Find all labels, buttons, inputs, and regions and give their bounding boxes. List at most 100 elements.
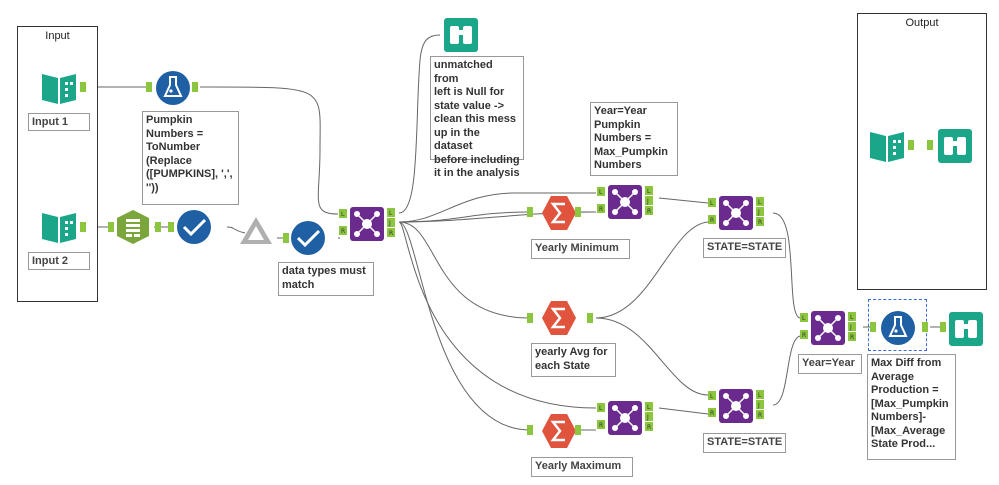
connection-join2-join3 bbox=[658, 197, 709, 204]
join-anchor-letter: J bbox=[646, 198, 649, 205]
output-input-tool[interactable] bbox=[868, 128, 904, 162]
formula-tool-2[interactable] bbox=[880, 310, 915, 345]
input-1-tool[interactable] bbox=[40, 70, 76, 104]
join-anchor-tab bbox=[756, 197, 764, 206]
formula-1-annotation: Pumpkin Numbers = ToNumber (Replace ([PU… bbox=[142, 111, 239, 205]
join-anchor-letter: R bbox=[850, 334, 854, 341]
join-anchor-letter: L bbox=[647, 188, 651, 195]
formula-flask-icon bbox=[156, 71, 190, 105]
join-anchor-tab bbox=[645, 412, 653, 421]
output-container-title: Output bbox=[905, 17, 939, 29]
connection-join1-join4 bbox=[398, 221, 597, 409]
join-anchor-tab bbox=[339, 226, 347, 235]
select-check-icon bbox=[291, 221, 325, 255]
join-anchor-tab bbox=[756, 207, 764, 216]
join-anchor-tab bbox=[645, 196, 653, 205]
input-data-book-icon bbox=[42, 74, 76, 104]
formula-tool-1[interactable] bbox=[155, 70, 190, 105]
browse-tool-top[interactable] bbox=[443, 17, 478, 52]
join-anchor-tab bbox=[756, 217, 764, 226]
join-tool-4[interactable] bbox=[607, 400, 642, 435]
connection-join4-join5 bbox=[658, 407, 709, 415]
join-anchor-letter: R bbox=[802, 332, 806, 339]
select-tool-2[interactable] bbox=[290, 220, 325, 255]
join-anchor-tab bbox=[756, 390, 764, 399]
connection-join1-summax bbox=[398, 221, 531, 431]
join-anchor-letter: L bbox=[647, 404, 651, 411]
join-anchor-tab bbox=[387, 218, 395, 227]
join-anchor-tab bbox=[645, 402, 653, 411]
output-browse-tool[interactable] bbox=[937, 128, 972, 163]
join-anchor-letter: J bbox=[646, 414, 649, 421]
anchor bbox=[575, 207, 581, 217]
join-anchor-letter: L bbox=[599, 405, 603, 412]
anchor bbox=[80, 222, 86, 232]
join-anchor-letter: R bbox=[758, 219, 762, 226]
summarize-max-tool[interactable] bbox=[541, 413, 576, 448]
anchor bbox=[168, 222, 174, 232]
browse-binoculars-icon bbox=[949, 312, 983, 346]
join-anchor-tab bbox=[800, 313, 808, 322]
join-tool-1[interactable] bbox=[349, 206, 384, 241]
select-check-icon bbox=[177, 210, 211, 244]
anchor bbox=[192, 82, 198, 92]
join-tool-3[interactable] bbox=[718, 195, 753, 230]
join-anchor-tab bbox=[756, 400, 764, 409]
browse-tool-final[interactable] bbox=[948, 311, 983, 346]
join-anchor-tab bbox=[597, 420, 605, 429]
join-anchor-tab bbox=[387, 208, 395, 217]
input-2-tool[interactable] bbox=[40, 209, 76, 243]
join-anchor-letter: L bbox=[599, 189, 603, 196]
join-tool-6[interactable] bbox=[810, 310, 845, 345]
summarize-min-tool[interactable] bbox=[541, 195, 576, 230]
input-data-book-icon bbox=[42, 213, 76, 243]
connection-sumavg-join3 bbox=[595, 221, 709, 319]
join-anchor-tab bbox=[800, 330, 808, 339]
select-tool-1[interactable] bbox=[176, 209, 211, 244]
join-node-icon bbox=[350, 207, 384, 241]
join-anchor-letter: L bbox=[802, 315, 806, 322]
text-to-columns-tool[interactable] bbox=[115, 209, 149, 244]
join-anchor-letter: R bbox=[647, 424, 651, 431]
join-anchor-tab bbox=[387, 228, 395, 237]
union-triangle-icon bbox=[240, 217, 272, 244]
join-anchor-tab bbox=[597, 187, 605, 196]
join-1-annotation: unmatched from left is Null for state va… bbox=[430, 56, 524, 179]
join-3-label: STATE=STATE bbox=[703, 238, 786, 258]
join-anchor-tab bbox=[597, 403, 605, 412]
anchor bbox=[940, 322, 946, 332]
join-anchor-letter: R bbox=[758, 412, 762, 419]
join-anchor-tab bbox=[848, 332, 856, 341]
join-anchor-tab bbox=[708, 198, 716, 207]
formula-2-annotation: Max Diff from Average Production = [Max_… bbox=[867, 354, 956, 460]
join-anchor-letter: R bbox=[647, 208, 651, 215]
join-anchor-tab bbox=[848, 312, 856, 321]
join-node-icon bbox=[719, 389, 753, 423]
join-anchor-letter: J bbox=[388, 220, 391, 227]
join-anchor-letter: R bbox=[341, 228, 345, 235]
summarize-avg-tool[interactable] bbox=[541, 300, 576, 335]
union-tool[interactable] bbox=[238, 214, 272, 246]
join-anchor-tab bbox=[645, 422, 653, 431]
anchor bbox=[527, 313, 533, 323]
connection-join3-join6 bbox=[772, 212, 801, 319]
anchor bbox=[922, 322, 928, 332]
summarize-max-label: Yearly Maximum bbox=[531, 457, 633, 477]
input-container-title: Input bbox=[45, 30, 70, 42]
join-anchor-letter: L bbox=[710, 393, 714, 400]
join-anchor-letter: R bbox=[389, 230, 393, 237]
join-anchor-tab bbox=[756, 410, 764, 419]
join-tool-2[interactable] bbox=[607, 184, 642, 219]
join-tool-5[interactable] bbox=[718, 388, 753, 423]
join-anchor-letter: J bbox=[757, 402, 760, 409]
anchor bbox=[870, 322, 876, 332]
join-anchor-letter: R bbox=[599, 206, 603, 213]
join-anchor-letter: L bbox=[850, 314, 854, 321]
join-anchor-letter: R bbox=[710, 410, 714, 417]
summarize-sigma-icon bbox=[542, 414, 576, 448]
summarize-sigma-icon bbox=[542, 196, 576, 230]
text-to-columns-icon bbox=[117, 210, 149, 244]
anchor bbox=[283, 233, 289, 243]
join-anchor-tab bbox=[708, 408, 716, 417]
